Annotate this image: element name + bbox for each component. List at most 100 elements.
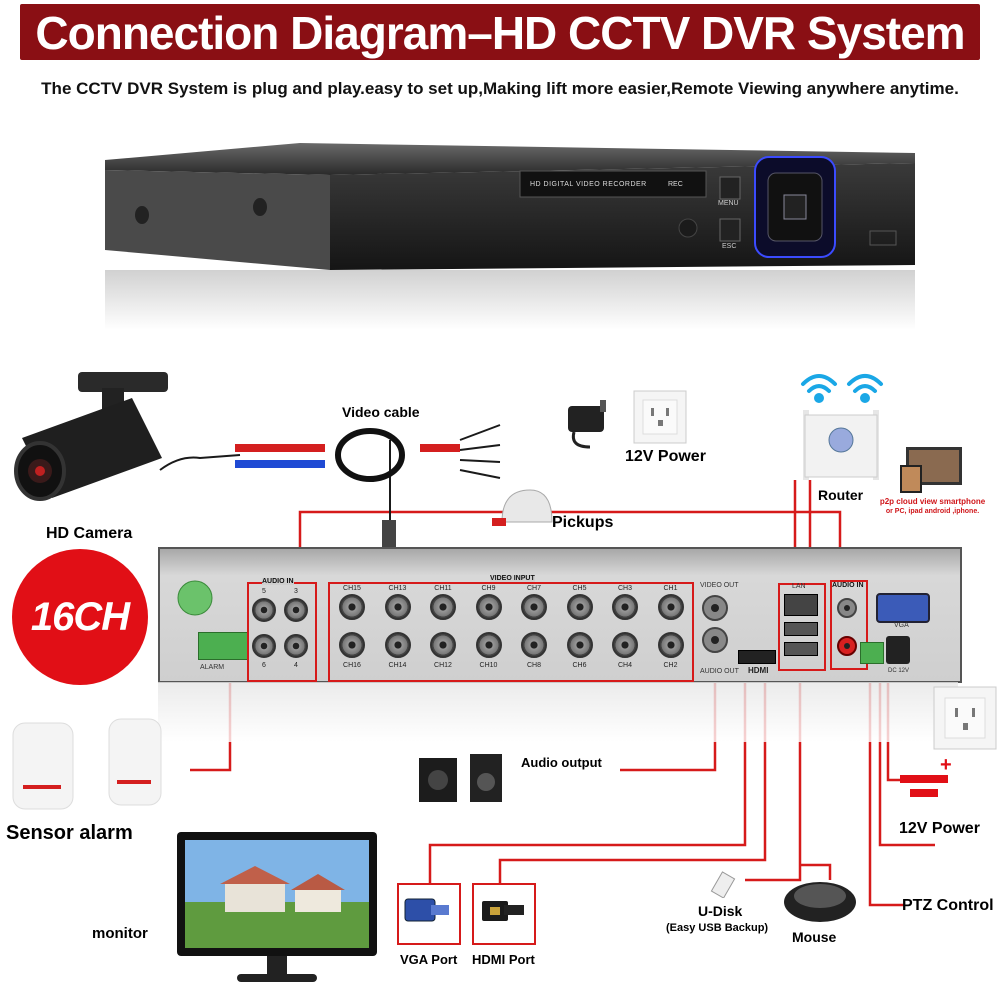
outlet-icon <box>633 390 687 444</box>
title-banner <box>20 4 980 60</box>
channel-label: CH10 <box>479 662 498 669</box>
page-title: Connection Diagram–HD CCTV DVR System <box>35 7 965 59</box>
sensor-alarm-label: Sensor alarm <box>6 822 133 844</box>
remote-devices-image <box>900 447 962 493</box>
hdmi-port-label: HDMI Port <box>472 952 535 967</box>
outlet-icon <box>933 686 997 750</box>
bnc-connector <box>430 594 456 620</box>
usb-port-2 <box>784 642 818 656</box>
channel-label: CH3 <box>617 585 632 592</box>
udisk-note: (Easy USB Backup) <box>666 922 769 934</box>
lan-label: LAN <box>792 583 806 590</box>
channel-label: CH2 <box>663 662 678 669</box>
ptz-terminal <box>860 642 884 664</box>
speakers-image <box>419 754 502 802</box>
bnc-connector <box>284 634 308 658</box>
channel-label: CH11 <box>434 585 452 592</box>
dvr-rear-reflection <box>158 682 958 742</box>
dvr-rec-label: REC <box>668 181 683 188</box>
channel-label: CH5 <box>572 585 587 592</box>
video-cable-label: Video cable <box>342 404 420 420</box>
monitor-label: monitor <box>92 925 148 942</box>
svg-text:+: + <box>940 755 952 776</box>
power-adapter-image <box>568 400 606 449</box>
router-image <box>801 374 883 480</box>
dc-label: DC 12V <box>888 668 910 674</box>
audio-in-right-label: AUDIO IN <box>832 582 864 589</box>
pickups-label: Pickups <box>552 514 614 531</box>
channel-label: CH7 <box>526 585 541 592</box>
bnc-connector <box>284 598 308 622</box>
channel-label: CH12 <box>434 662 452 669</box>
alarm-terminal <box>198 632 248 660</box>
sensor-alarm-image <box>12 718 162 810</box>
bnc-connector <box>521 632 547 658</box>
video-out-label: VIDEO OUT <box>700 582 739 589</box>
channel-label: CH9 <box>481 585 496 592</box>
bnc-connector <box>657 594 684 620</box>
lan-port <box>784 594 818 616</box>
udisk-label: U-Disk <box>698 903 743 919</box>
bnc-connector <box>612 594 638 620</box>
vga-cable-icon <box>404 898 449 922</box>
video-input-label: VIDEO INPUT <box>490 575 535 582</box>
channel-label: CH4 <box>617 662 632 669</box>
hdmi-port <box>738 650 776 664</box>
channel-label: CH16 <box>343 662 361 669</box>
lan-usb-box <box>778 583 826 671</box>
bnc-connector <box>252 634 276 658</box>
bnc-connector <box>475 594 502 620</box>
fan-icon <box>177 580 213 616</box>
bnc-connector <box>475 632 502 658</box>
audio-output-label: Audio output <box>521 755 602 770</box>
monitor-image <box>177 832 377 982</box>
dc-power-jack <box>886 636 910 664</box>
bnc-connector <box>430 632 456 658</box>
bnc-connector <box>339 632 365 658</box>
hd-camera-label: HD Camera <box>46 525 133 542</box>
channel-label: 6 <box>262 662 266 669</box>
audio-in-right-jacks <box>837 598 857 656</box>
video-input-box <box>328 582 694 682</box>
channel-label: CH13 <box>388 585 407 592</box>
channel-label: 5 <box>262 588 266 595</box>
dvr-display-label: HD DIGITAL VIDEO RECORDER <box>530 181 647 188</box>
p2p-line1: p2p cloud view smartphone <box>879 497 986 506</box>
channel-label: CH8 <box>526 662 541 669</box>
channel-label: CH15 <box>343 585 361 592</box>
channel-label: CH14 <box>388 662 407 669</box>
bnc-connector <box>657 632 684 658</box>
audio-out-label: AUDIO OUT <box>700 668 739 675</box>
bnc-connector <box>521 594 547 620</box>
audio-in-label: AUDIO IN <box>262 578 294 585</box>
mouse-image <box>784 882 856 922</box>
wifi-icon <box>801 374 883 403</box>
bnc-connector <box>252 598 276 622</box>
bnc-connector <box>384 632 411 658</box>
hd-camera-image <box>14 372 168 501</box>
dvr-esc-label: ESC <box>722 243 737 250</box>
ptz-control-label: PTZ Control <box>902 897 994 914</box>
vga-port-label: VGA Port <box>400 952 458 967</box>
bnc-connector <box>384 594 411 620</box>
power-top-label: 12V Power <box>625 448 706 465</box>
vga-port <box>876 593 930 623</box>
channel-label: CH6 <box>572 662 587 669</box>
dvr-menu-label: MENU <box>718 200 739 207</box>
p2p-line2: or PC, ipad android ,iphone. <box>885 508 980 515</box>
bnc-connector <box>566 632 593 658</box>
power-right-label: 12V Power <box>899 820 980 837</box>
channel-label: 3 <box>294 588 298 595</box>
vga-label: VGA <box>894 622 909 629</box>
channel-label: 4 <box>294 662 298 669</box>
bnc-connector <box>612 632 638 658</box>
bnc-connector <box>566 594 593 620</box>
page-subtitle: The CCTV DVR System is plug and play.eas… <box>41 79 959 98</box>
audio-in-right-box <box>830 580 868 670</box>
udisk-image <box>710 871 736 898</box>
router-label: Router <box>818 487 864 503</box>
dvr-front-image <box>105 143 915 330</box>
channel-badge-label: 16CH <box>30 594 130 639</box>
video-out-jacks <box>702 595 728 653</box>
usb-port-1 <box>784 622 818 636</box>
